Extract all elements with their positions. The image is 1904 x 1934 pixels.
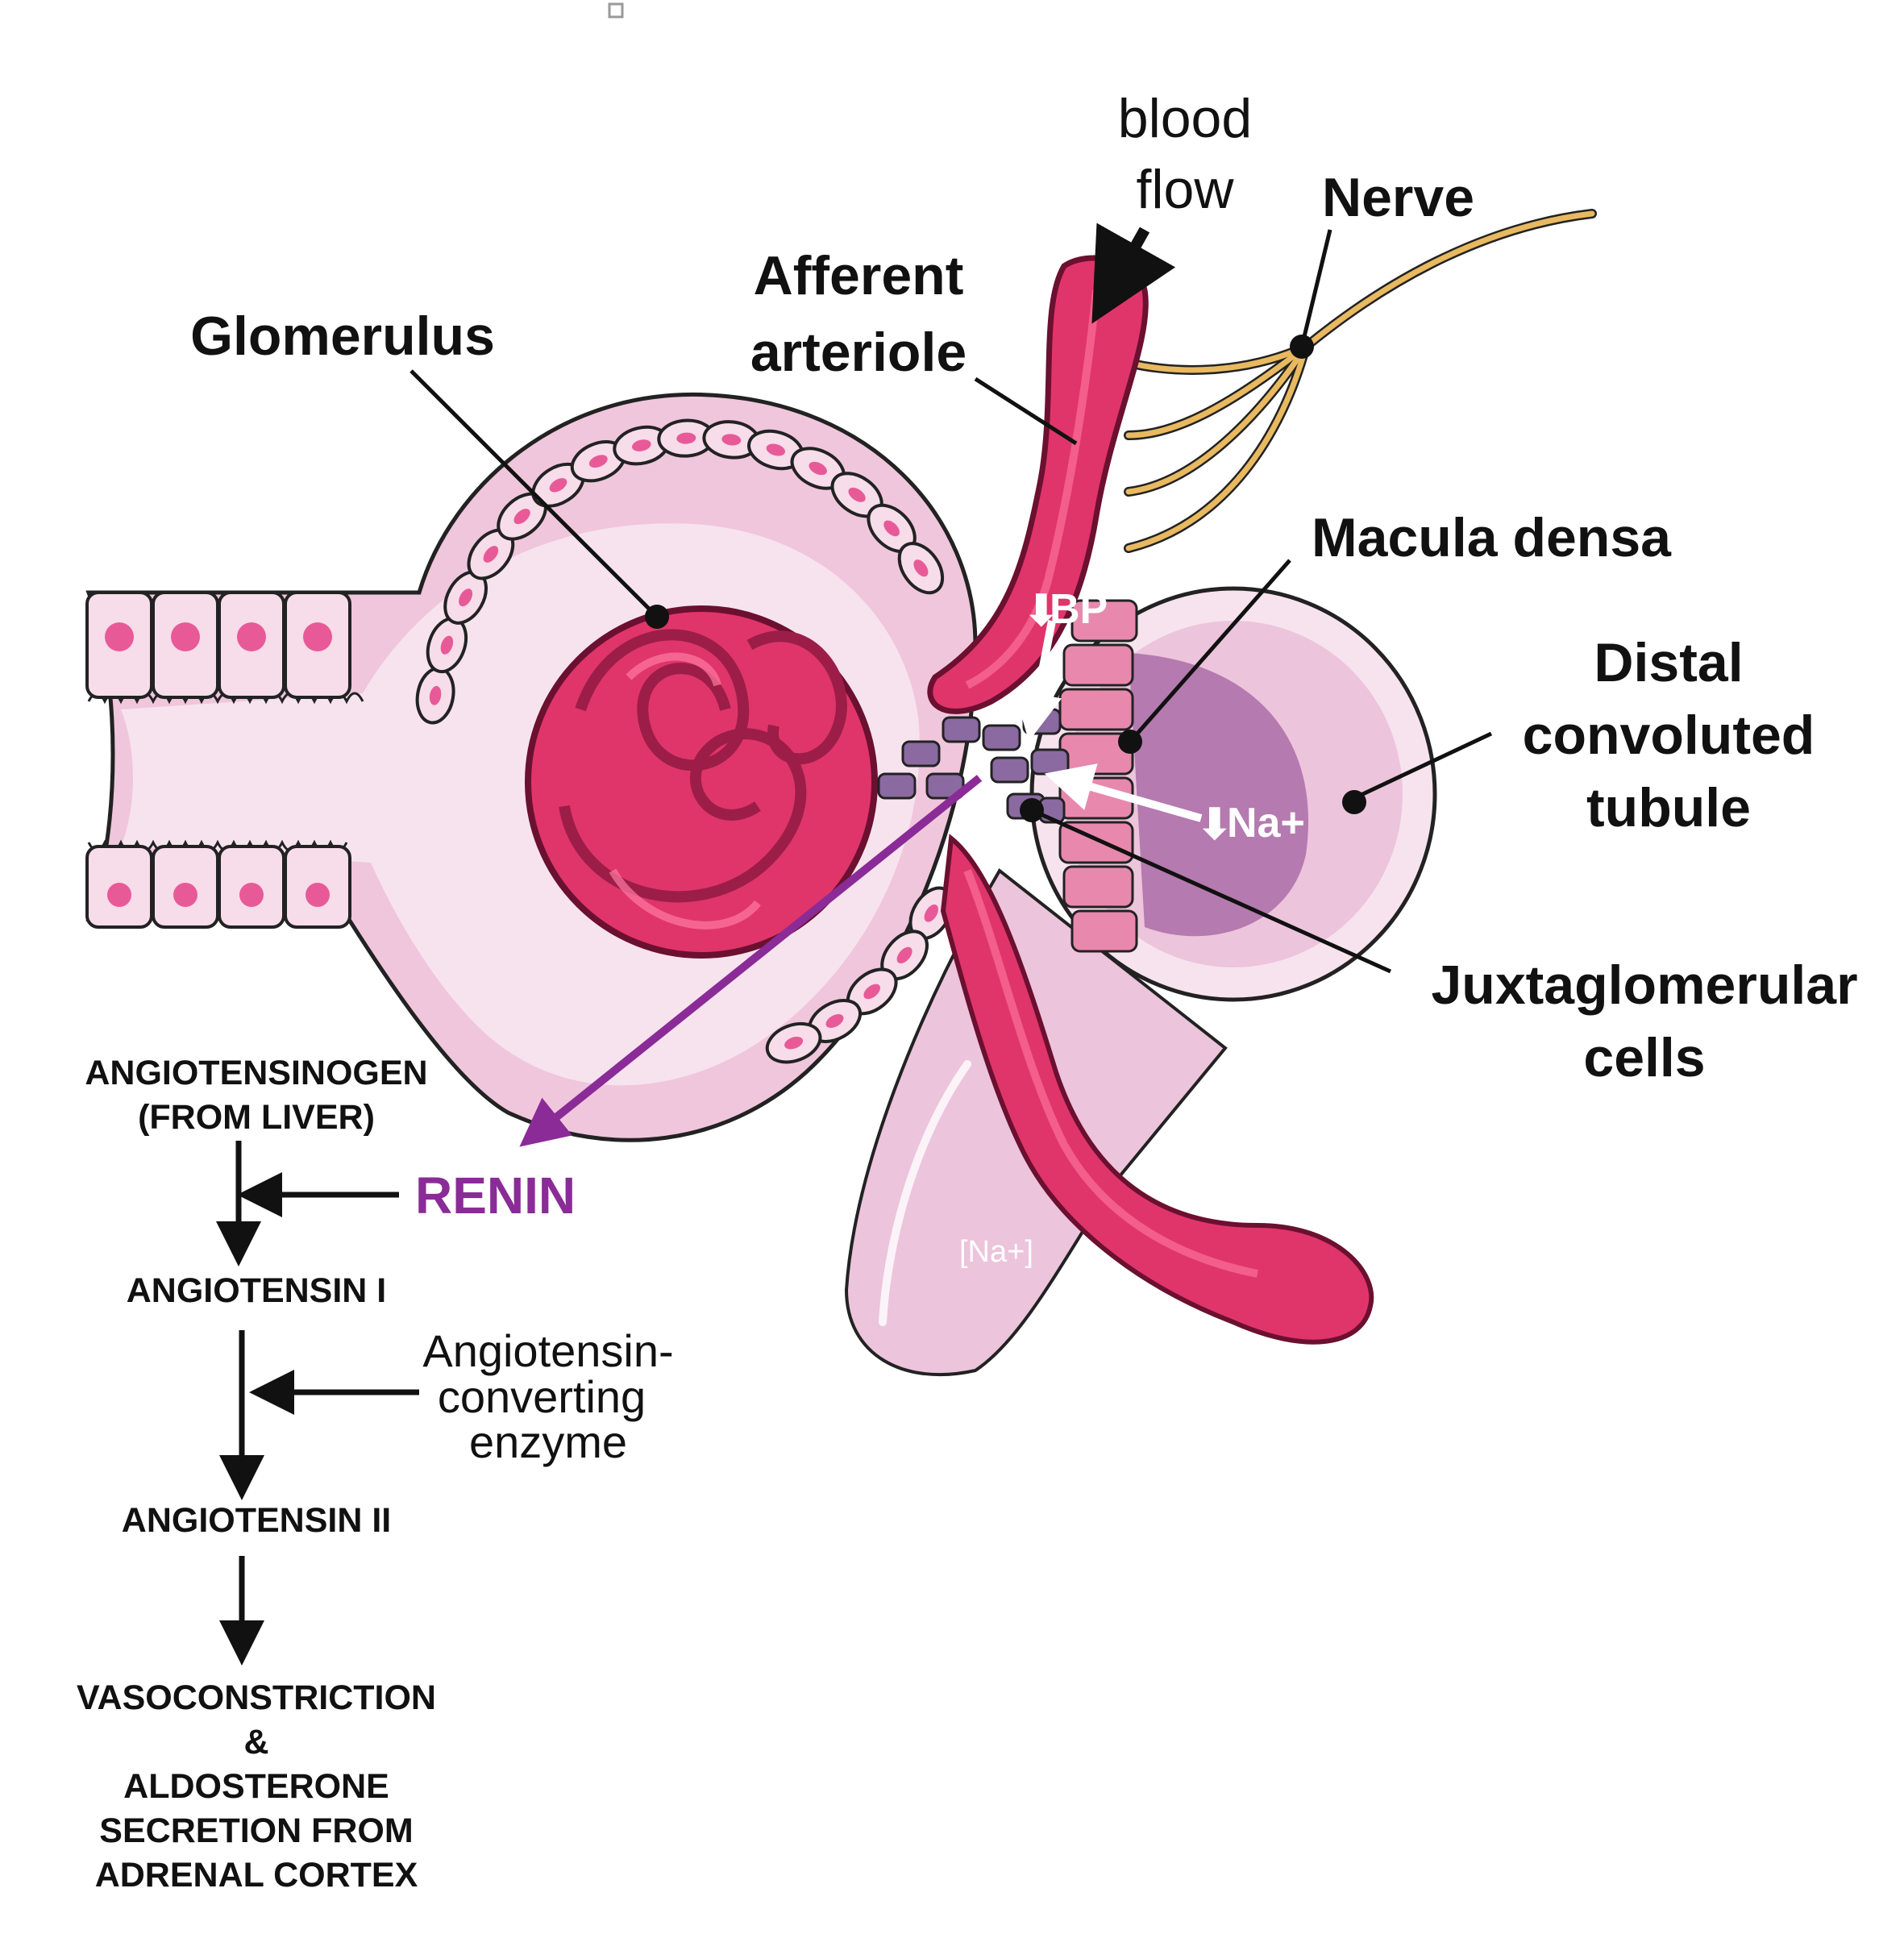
na-concentration-label: [Na+] [959,1235,1033,1269]
bp-arrow [1014,620,1062,742]
distal-label-line2: convoluted [1523,705,1815,766]
capsule-cell-nucleus [883,520,900,537]
outcome-line3: ALDOSTERONE [123,1767,389,1806]
capsule-cell-nucleus [913,559,929,577]
tubule-nuclei [105,622,332,907]
capsule-cell-nucleus [631,439,651,451]
capsule-cell-nucleus [440,635,454,655]
nerve-fibers-fill [1125,210,1595,551]
jg-label-line2: cells [1583,1027,1705,1088]
capsule-cell-nucleus [513,509,530,525]
macula-densa-label: Macula densa [1312,507,1672,568]
efferent-arteriole [940,834,1374,1345]
na-arrow [1044,763,1203,822]
angiotensinogen-label: ANGIOTENSINOGEN [85,1054,427,1092]
glomerulus-label: Glomerulus [190,306,495,367]
afferent-label-line1: Afferent [754,245,964,306]
blood-label: blood [1118,88,1252,149]
angiotensin-i-label: ANGIOTENSIN I [127,1271,387,1310]
capsule-cell-nucleus [721,434,742,446]
jg-label-line1: Juxtaglomerular [1431,955,1857,1016]
na-down-icon: ⬇ [1197,801,1233,848]
capsule-cell-nucleus [588,455,608,468]
na-label: Na+ [1227,800,1305,846]
afferent-label-line2: arteriole [750,322,967,383]
capsule-cell-nucleus [459,589,473,607]
capsule-cell-nucleus [896,946,913,964]
capsule-wall-cells [415,418,954,1064]
capsule-cell-nucleus [483,546,499,563]
from-liver-label: (FROM LIVER) [138,1098,375,1137]
label-pointers [409,229,1493,974]
angiotensin-ii-label: ANGIOTENSIN II [122,1501,391,1540]
label-dots [645,335,1366,822]
capsule-cell-nucleus [809,461,827,476]
nerve-label: Nerve [1322,167,1474,228]
capsule-cell-nucleus [784,1036,804,1050]
nerve-fibers [1124,209,1597,553]
bp-label: BP [1050,586,1108,633]
capsule-cell-nucleus [924,904,938,922]
distal-label-line1: Distal [1594,632,1743,693]
capsule-cell-nucleus [429,685,442,705]
raas-pathway: ANGIOTENSINOGEN (FROM LIVER) RENIN ANGIO… [77,1054,674,1894]
ace-label-line3: enzyme [469,1416,627,1467]
renin-label: RENIN [415,1167,576,1225]
outcome-line4: SECRETION FROM [99,1811,413,1850]
blood-flow-arrow [1091,223,1176,324]
distal-label-line3: tubule [1586,777,1751,838]
renin-arrow [519,775,983,1147]
outcome-line1: VASOCONSTRICTION [77,1678,436,1717]
glomerulus-tuft [525,605,878,959]
capsule-cell-nucleus [863,984,880,1000]
capsule-cell-nucleus [766,443,785,456]
bp-down-icon: ⬇ [1024,588,1059,634]
capsule-cell-nucleus [676,432,696,444]
corner-marker [608,2,624,19]
outcome-line5: ADRENAL CORTEX [95,1856,418,1894]
outcome-line2: & [243,1723,268,1761]
capsule-cell-nucleus [848,487,866,502]
ace-label-line1: Angiotensin- [422,1325,673,1376]
flow-label: flow [1137,159,1235,220]
capsule-cell-nucleus [825,1014,844,1028]
ace-label-line2: converting [438,1371,646,1422]
capsule-cell-nucleus [549,478,567,493]
